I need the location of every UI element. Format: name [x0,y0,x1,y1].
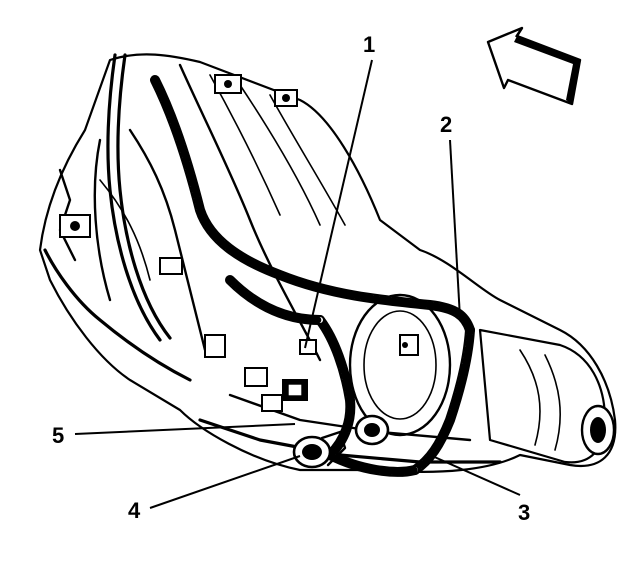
callout-label-3: 3 [518,500,530,525]
case-sensor-connector [354,414,390,446]
callout-label-2: 2 [440,112,452,137]
harness-connectors [159,257,419,412]
callout-label-1: 1 [363,32,375,57]
callout-leaders [74,59,521,509]
callout-label-4: 4 [128,498,141,523]
front-direction-arrow-icon [486,26,582,106]
speed-sensor-connector [292,430,347,469]
transmission-housing [38,53,617,473]
callout-label-5: 5 [52,423,64,448]
